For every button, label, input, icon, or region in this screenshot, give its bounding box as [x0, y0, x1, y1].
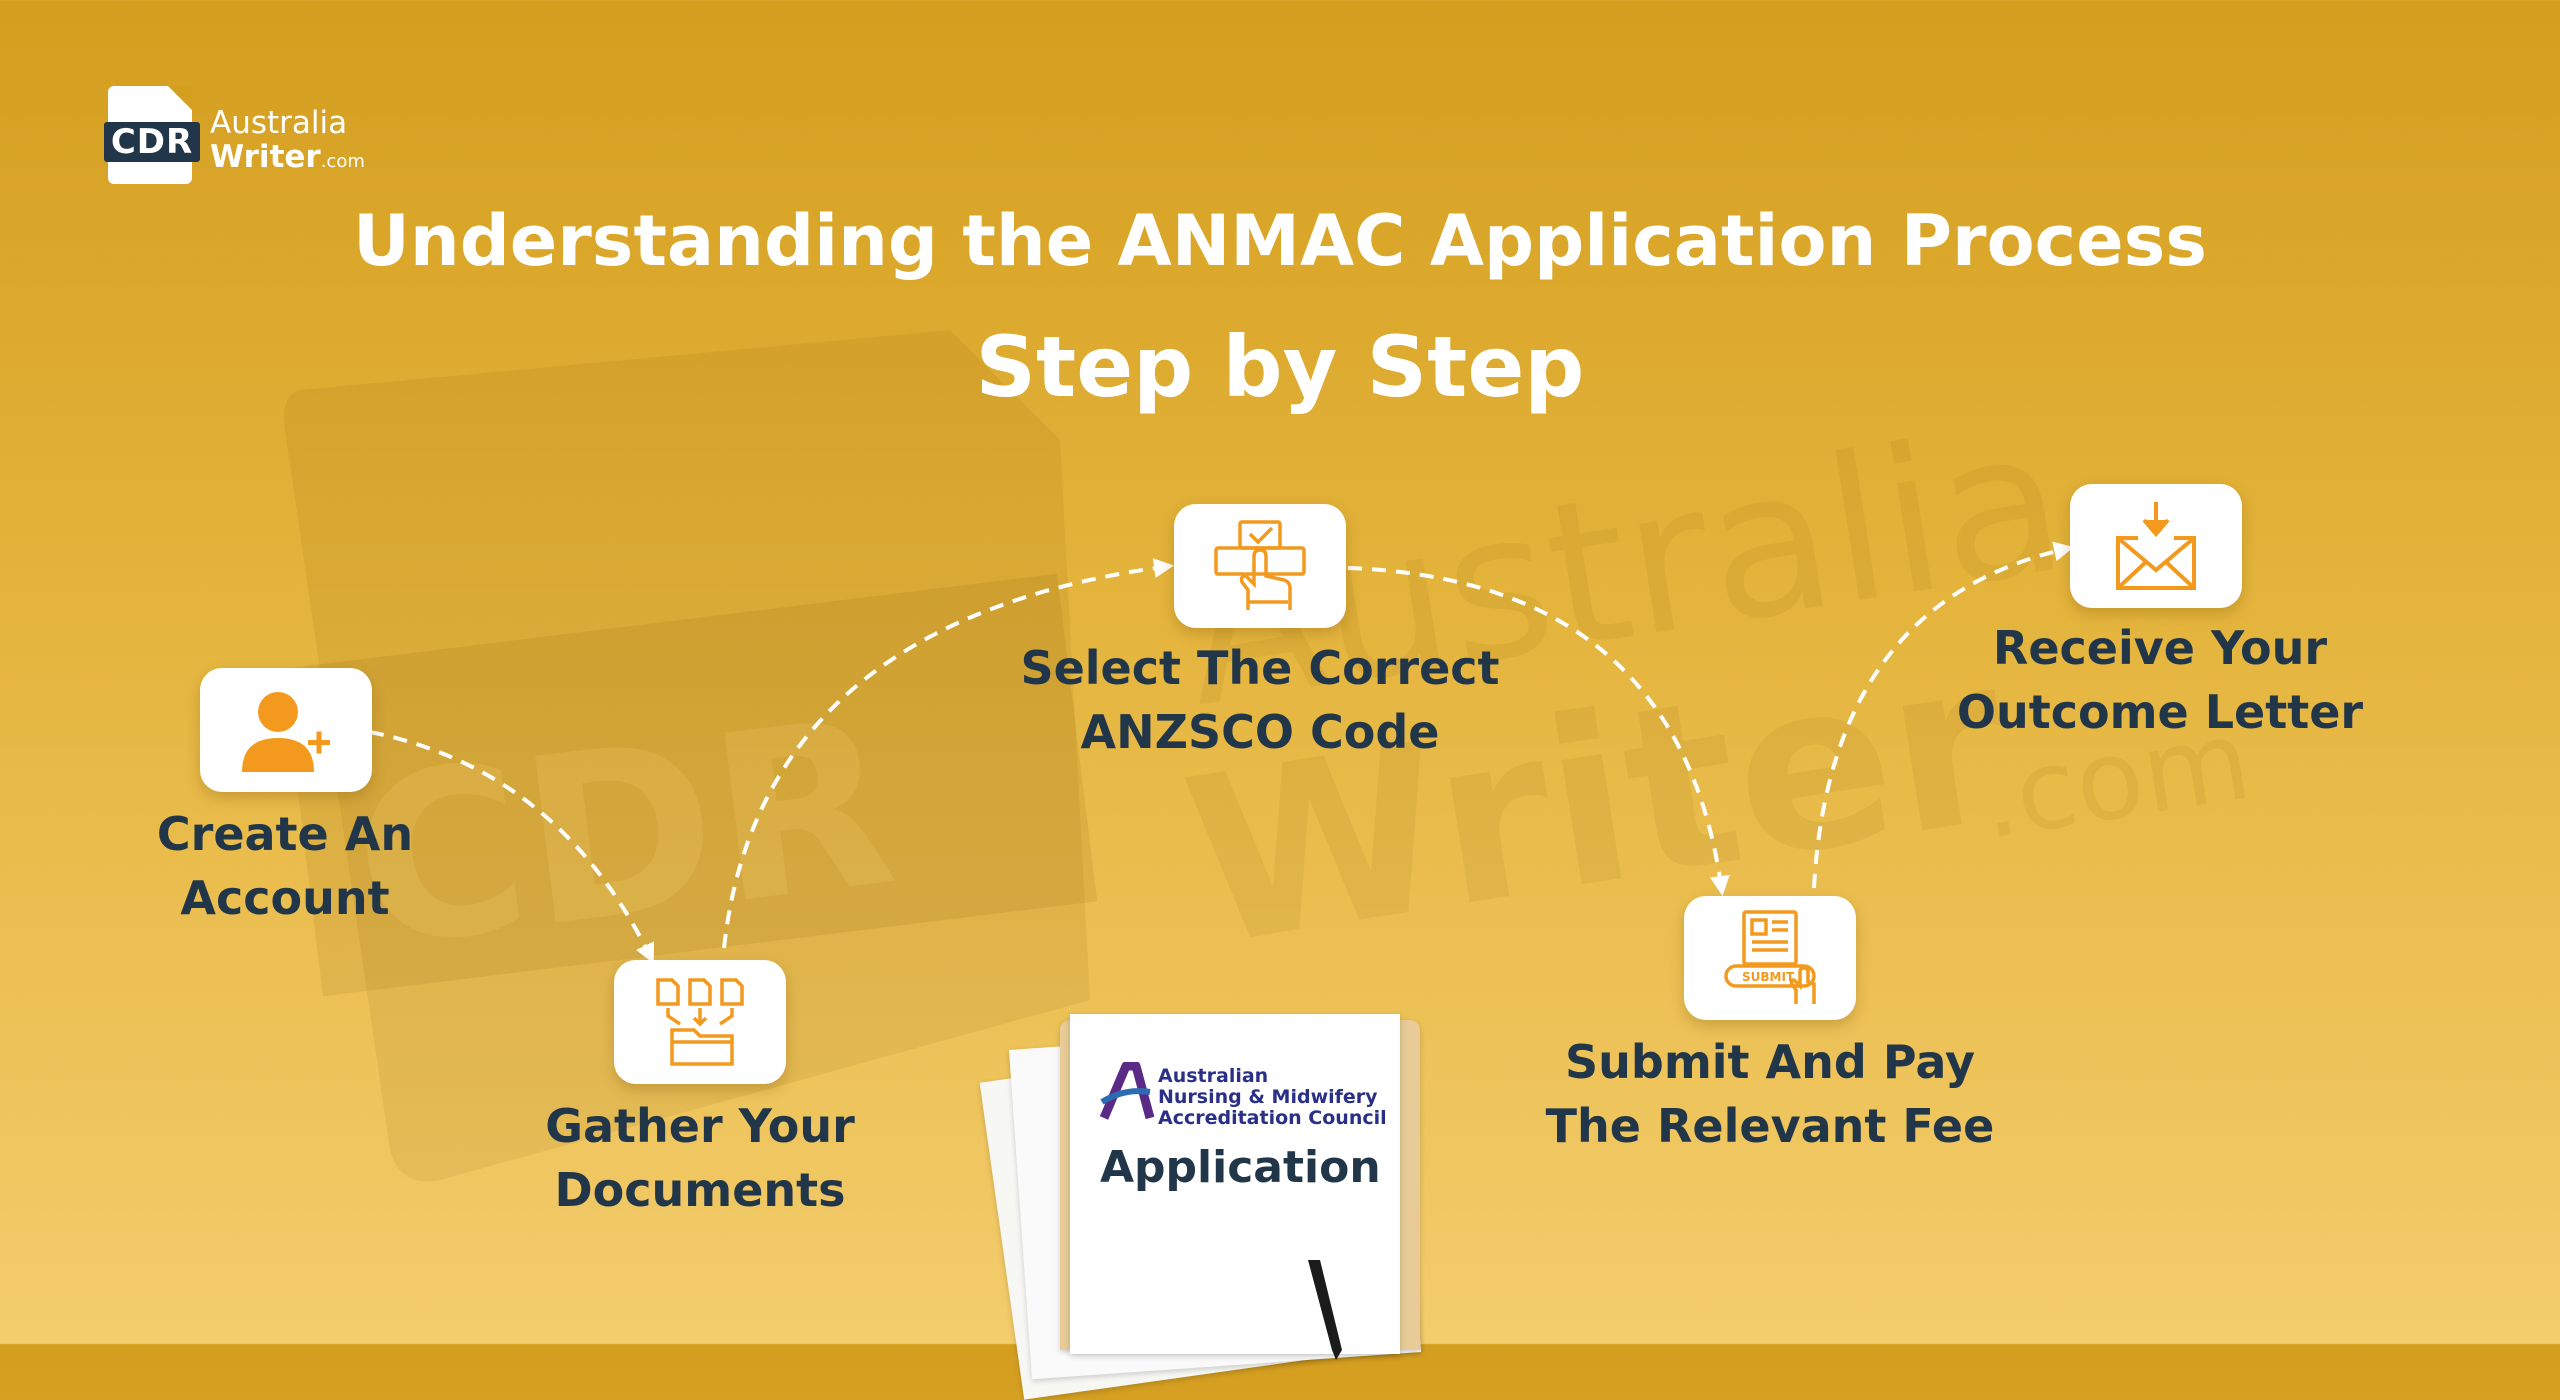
- arrow-step3-to-step4: [1347, 566, 1730, 896]
- step2-label: Gather Your Documents: [430, 1094, 970, 1222]
- step3-label-line1: Select The Correct: [1020, 641, 1500, 695]
- select-code-hand-icon: [1214, 520, 1306, 610]
- documents-to-folder-icon: [656, 978, 744, 1066]
- step2-label-line1: Gather Your: [545, 1099, 855, 1153]
- step2-label-line2: Documents: [554, 1163, 846, 1217]
- step3-label: Select The Correct ANZSCO Code: [960, 636, 1560, 764]
- anmac-a-icon: [1100, 1062, 1154, 1120]
- anmac-org-line3: Accreditation Council: [1158, 1107, 1387, 1129]
- page-subtitle: Step by Step: [975, 318, 1585, 416]
- step1-label: Create An Account: [0, 802, 570, 930]
- logo-mark: CDR: [104, 122, 200, 162]
- step4-label: Submit And Pay The Relevant Fee: [1470, 1030, 2070, 1158]
- brand-logo[interactable]: CDR Australia Writer.com: [104, 84, 365, 184]
- step2-icon-card[interactable]: [614, 960, 786, 1084]
- anmac-org-name: Australian Nursing & Midwifery Accredita…: [1158, 1066, 1387, 1129]
- arrow-step2-to-step3: [722, 558, 1174, 949]
- add-user-icon: [242, 692, 330, 772]
- logo-line2-suffix: .com: [320, 151, 365, 172]
- logo-line2-main: Writer: [210, 139, 321, 175]
- application-folder-illustration: Australian Nursing & Midwifery Accredita…: [979, 1000, 1470, 1400]
- step1-icon-card[interactable]: [200, 668, 372, 792]
- step4-label-line2: The Relevant Fee: [1545, 1099, 1995, 1153]
- step1-label-line1: Create An: [156, 807, 414, 861]
- connector-arrows: [369, 541, 2074, 964]
- step5-label-line2: Outcome Letter: [1956, 685, 2364, 739]
- step5-label: Receive Your Outcome Letter: [1860, 616, 2460, 744]
- anmac-org-line1: Australian: [1158, 1065, 1269, 1087]
- page-title: Understanding the ANMAC Application Proc…: [353, 200, 2207, 282]
- arrow-step4-to-step5: [1812, 541, 2074, 889]
- submit-payment-icon: SUBMIT: [1724, 910, 1816, 1004]
- pen-icon: [1308, 1260, 1342, 1360]
- receive-mail-icon: [2116, 502, 2196, 590]
- submit-button-text: SUBMIT: [1742, 970, 1795, 984]
- step5-icon-card[interactable]: [2070, 484, 2242, 608]
- step3-label-line2: ANZSCO Code: [1080, 705, 1440, 759]
- logo-line1: Australia: [210, 105, 348, 141]
- logo-line2: Writer.com: [210, 140, 365, 179]
- step4-label-line1: Submit And Pay: [1565, 1035, 1975, 1089]
- step5-label-line1: Receive Your: [1992, 621, 2328, 675]
- step4-icon-card[interactable]: SUBMIT: [1684, 896, 1856, 1020]
- step1-label-line2: Account: [180, 871, 390, 925]
- anmac-org-line2: Nursing & Midwifery: [1158, 1086, 1378, 1108]
- application-doc-title: Application: [1100, 1142, 1381, 1193]
- arrow-step1-to-step2: [369, 730, 655, 964]
- step3-icon-card[interactable]: [1174, 504, 1346, 628]
